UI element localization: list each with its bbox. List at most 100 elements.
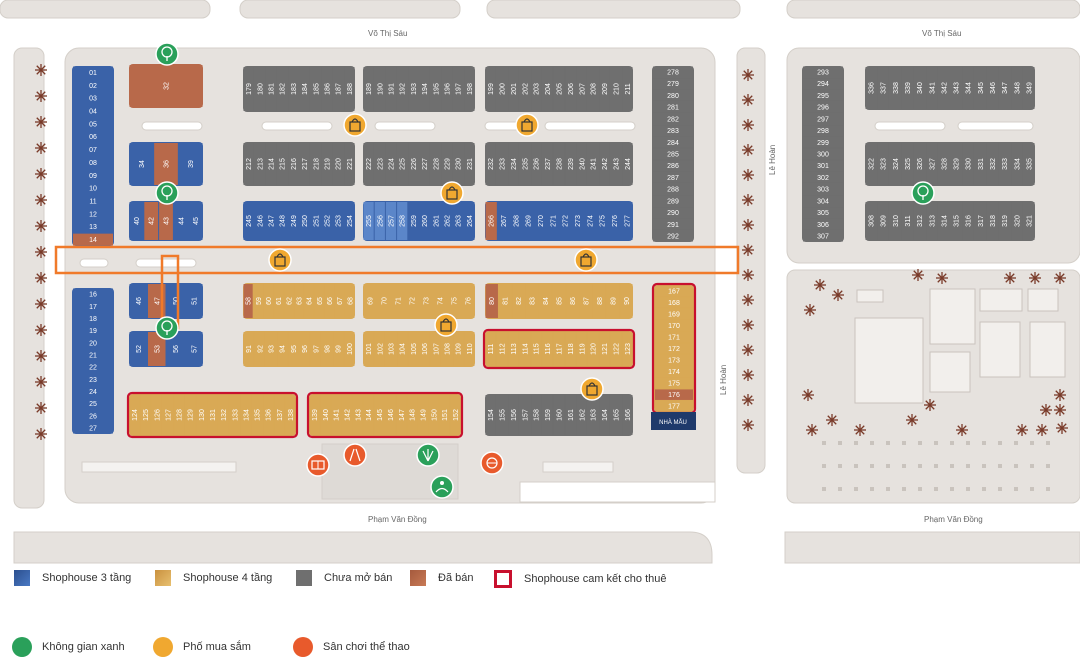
- unit-215[interactable]: [277, 143, 288, 185]
- unit-330[interactable]: [962, 143, 974, 185]
- unit-179[interactable]: [243, 67, 254, 111]
- unit-304[interactable]: [803, 195, 843, 207]
- unit-314[interactable]: [938, 202, 950, 240]
- unit-13[interactable]: [73, 220, 113, 233]
- unit-22[interactable]: [73, 361, 113, 373]
- unit-218[interactable]: [310, 143, 321, 185]
- unit-241[interactable]: [587, 143, 599, 185]
- unit-137[interactable]: [274, 395, 285, 435]
- unit-272[interactable]: [559, 202, 571, 240]
- unit-270[interactable]: [534, 202, 547, 240]
- unit-20[interactable]: [73, 337, 113, 349]
- unit-185[interactable]: [310, 67, 321, 111]
- unit-282[interactable]: [653, 113, 693, 125]
- unit-149[interactable]: [418, 395, 428, 435]
- unit-342[interactable]: [938, 67, 950, 109]
- unit-251[interactable]: [310, 202, 321, 240]
- unit-46[interactable]: [129, 284, 148, 318]
- unit-349[interactable]: [1023, 67, 1035, 109]
- unit-184[interactable]: [299, 67, 310, 111]
- unit-346[interactable]: [986, 67, 999, 109]
- unit-122[interactable]: [610, 332, 622, 366]
- unit-290[interactable]: [653, 207, 693, 219]
- unit-84[interactable]: [539, 284, 552, 318]
- unit-249[interactable]: [288, 202, 299, 240]
- unit-209[interactable]: [599, 67, 610, 111]
- unit-288[interactable]: [653, 183, 693, 195]
- unit-171[interactable]: [655, 331, 693, 343]
- unit-175[interactable]: [655, 377, 693, 389]
- unit-192[interactable]: [397, 67, 408, 111]
- unit-280[interactable]: [653, 89, 693, 101]
- unit-244[interactable]: [622, 143, 633, 185]
- unit-229[interactable]: [441, 143, 453, 185]
- unit-316[interactable]: [962, 202, 974, 240]
- unit-232[interactable]: [485, 143, 496, 185]
- unit-256[interactable]: [374, 202, 385, 240]
- unit-56[interactable]: [166, 332, 185, 366]
- unit-320[interactable]: [1011, 202, 1023, 240]
- unit-224[interactable]: [385, 143, 397, 185]
- unit-276[interactable]: [608, 202, 621, 240]
- unit-53[interactable]: [148, 332, 166, 366]
- unit-329[interactable]: [950, 143, 962, 185]
- unit-91[interactable]: [243, 332, 254, 366]
- unit-277[interactable]: [621, 202, 633, 240]
- unit-309[interactable]: [877, 202, 889, 240]
- unit-186[interactable]: [321, 67, 333, 111]
- unit-121[interactable]: [599, 332, 610, 366]
- unit-128[interactable]: [174, 395, 185, 435]
- unit-302[interactable]: [803, 172, 843, 183]
- unit-52[interactable]: [129, 332, 148, 366]
- unit-134[interactable]: [240, 395, 251, 435]
- unit-300[interactable]: [803, 148, 843, 160]
- unit-308[interactable]: [865, 202, 877, 240]
- unit-250[interactable]: [299, 202, 310, 240]
- unit-80[interactable]: [485, 284, 498, 318]
- unit-205[interactable]: [553, 67, 565, 111]
- unit-217[interactable]: [299, 143, 310, 185]
- shopping-bag-icon[interactable]: [515, 113, 539, 137]
- unit-132[interactable]: [218, 395, 229, 435]
- unit-66[interactable]: [324, 284, 335, 318]
- plant-icon[interactable]: [416, 443, 440, 467]
- unit-311[interactable]: [901, 202, 914, 240]
- unit-164[interactable]: [599, 395, 610, 435]
- unit-69[interactable]: [363, 284, 377, 318]
- unit-294[interactable]: [803, 78, 843, 89]
- unit-262[interactable]: [441, 202, 453, 240]
- unit-11[interactable]: [73, 195, 113, 207]
- unit-131[interactable]: [207, 395, 218, 435]
- unit-293[interactable]: [803, 66, 843, 78]
- unit-176[interactable]: [655, 389, 693, 400]
- unit-87[interactable]: [579, 284, 593, 318]
- unit-116[interactable]: [542, 332, 553, 366]
- unit-27[interactable]: [73, 422, 113, 434]
- unit-333[interactable]: [999, 143, 1011, 185]
- unit-194[interactable]: [419, 67, 430, 111]
- unit-190[interactable]: [374, 67, 385, 111]
- unit-348[interactable]: [1011, 67, 1023, 109]
- unit-150[interactable]: [428, 395, 439, 435]
- unit-106[interactable]: [419, 332, 430, 366]
- unit-223[interactable]: [374, 143, 385, 185]
- unit-326[interactable]: [914, 143, 926, 185]
- unit-219[interactable]: [321, 143, 333, 185]
- unit-173[interactable]: [655, 354, 693, 366]
- unit-269[interactable]: [522, 202, 534, 240]
- unit-162[interactable]: [576, 395, 587, 435]
- unit-246[interactable]: [254, 202, 265, 240]
- unit-126[interactable]: [151, 395, 162, 435]
- unit-39[interactable]: [178, 143, 203, 185]
- unit-86[interactable]: [566, 284, 579, 318]
- tree-icon[interactable]: [155, 42, 179, 66]
- unit-166[interactable]: [622, 395, 633, 435]
- unit-115[interactable]: [531, 332, 542, 366]
- unit-88[interactable]: [593, 284, 606, 318]
- unit-102[interactable]: [374, 332, 385, 366]
- unit-271[interactable]: [547, 202, 559, 240]
- unit-183[interactable]: [288, 67, 299, 111]
- unit-281[interactable]: [653, 101, 693, 113]
- unit-289[interactable]: [653, 195, 693, 207]
- unit-235[interactable]: [519, 143, 531, 185]
